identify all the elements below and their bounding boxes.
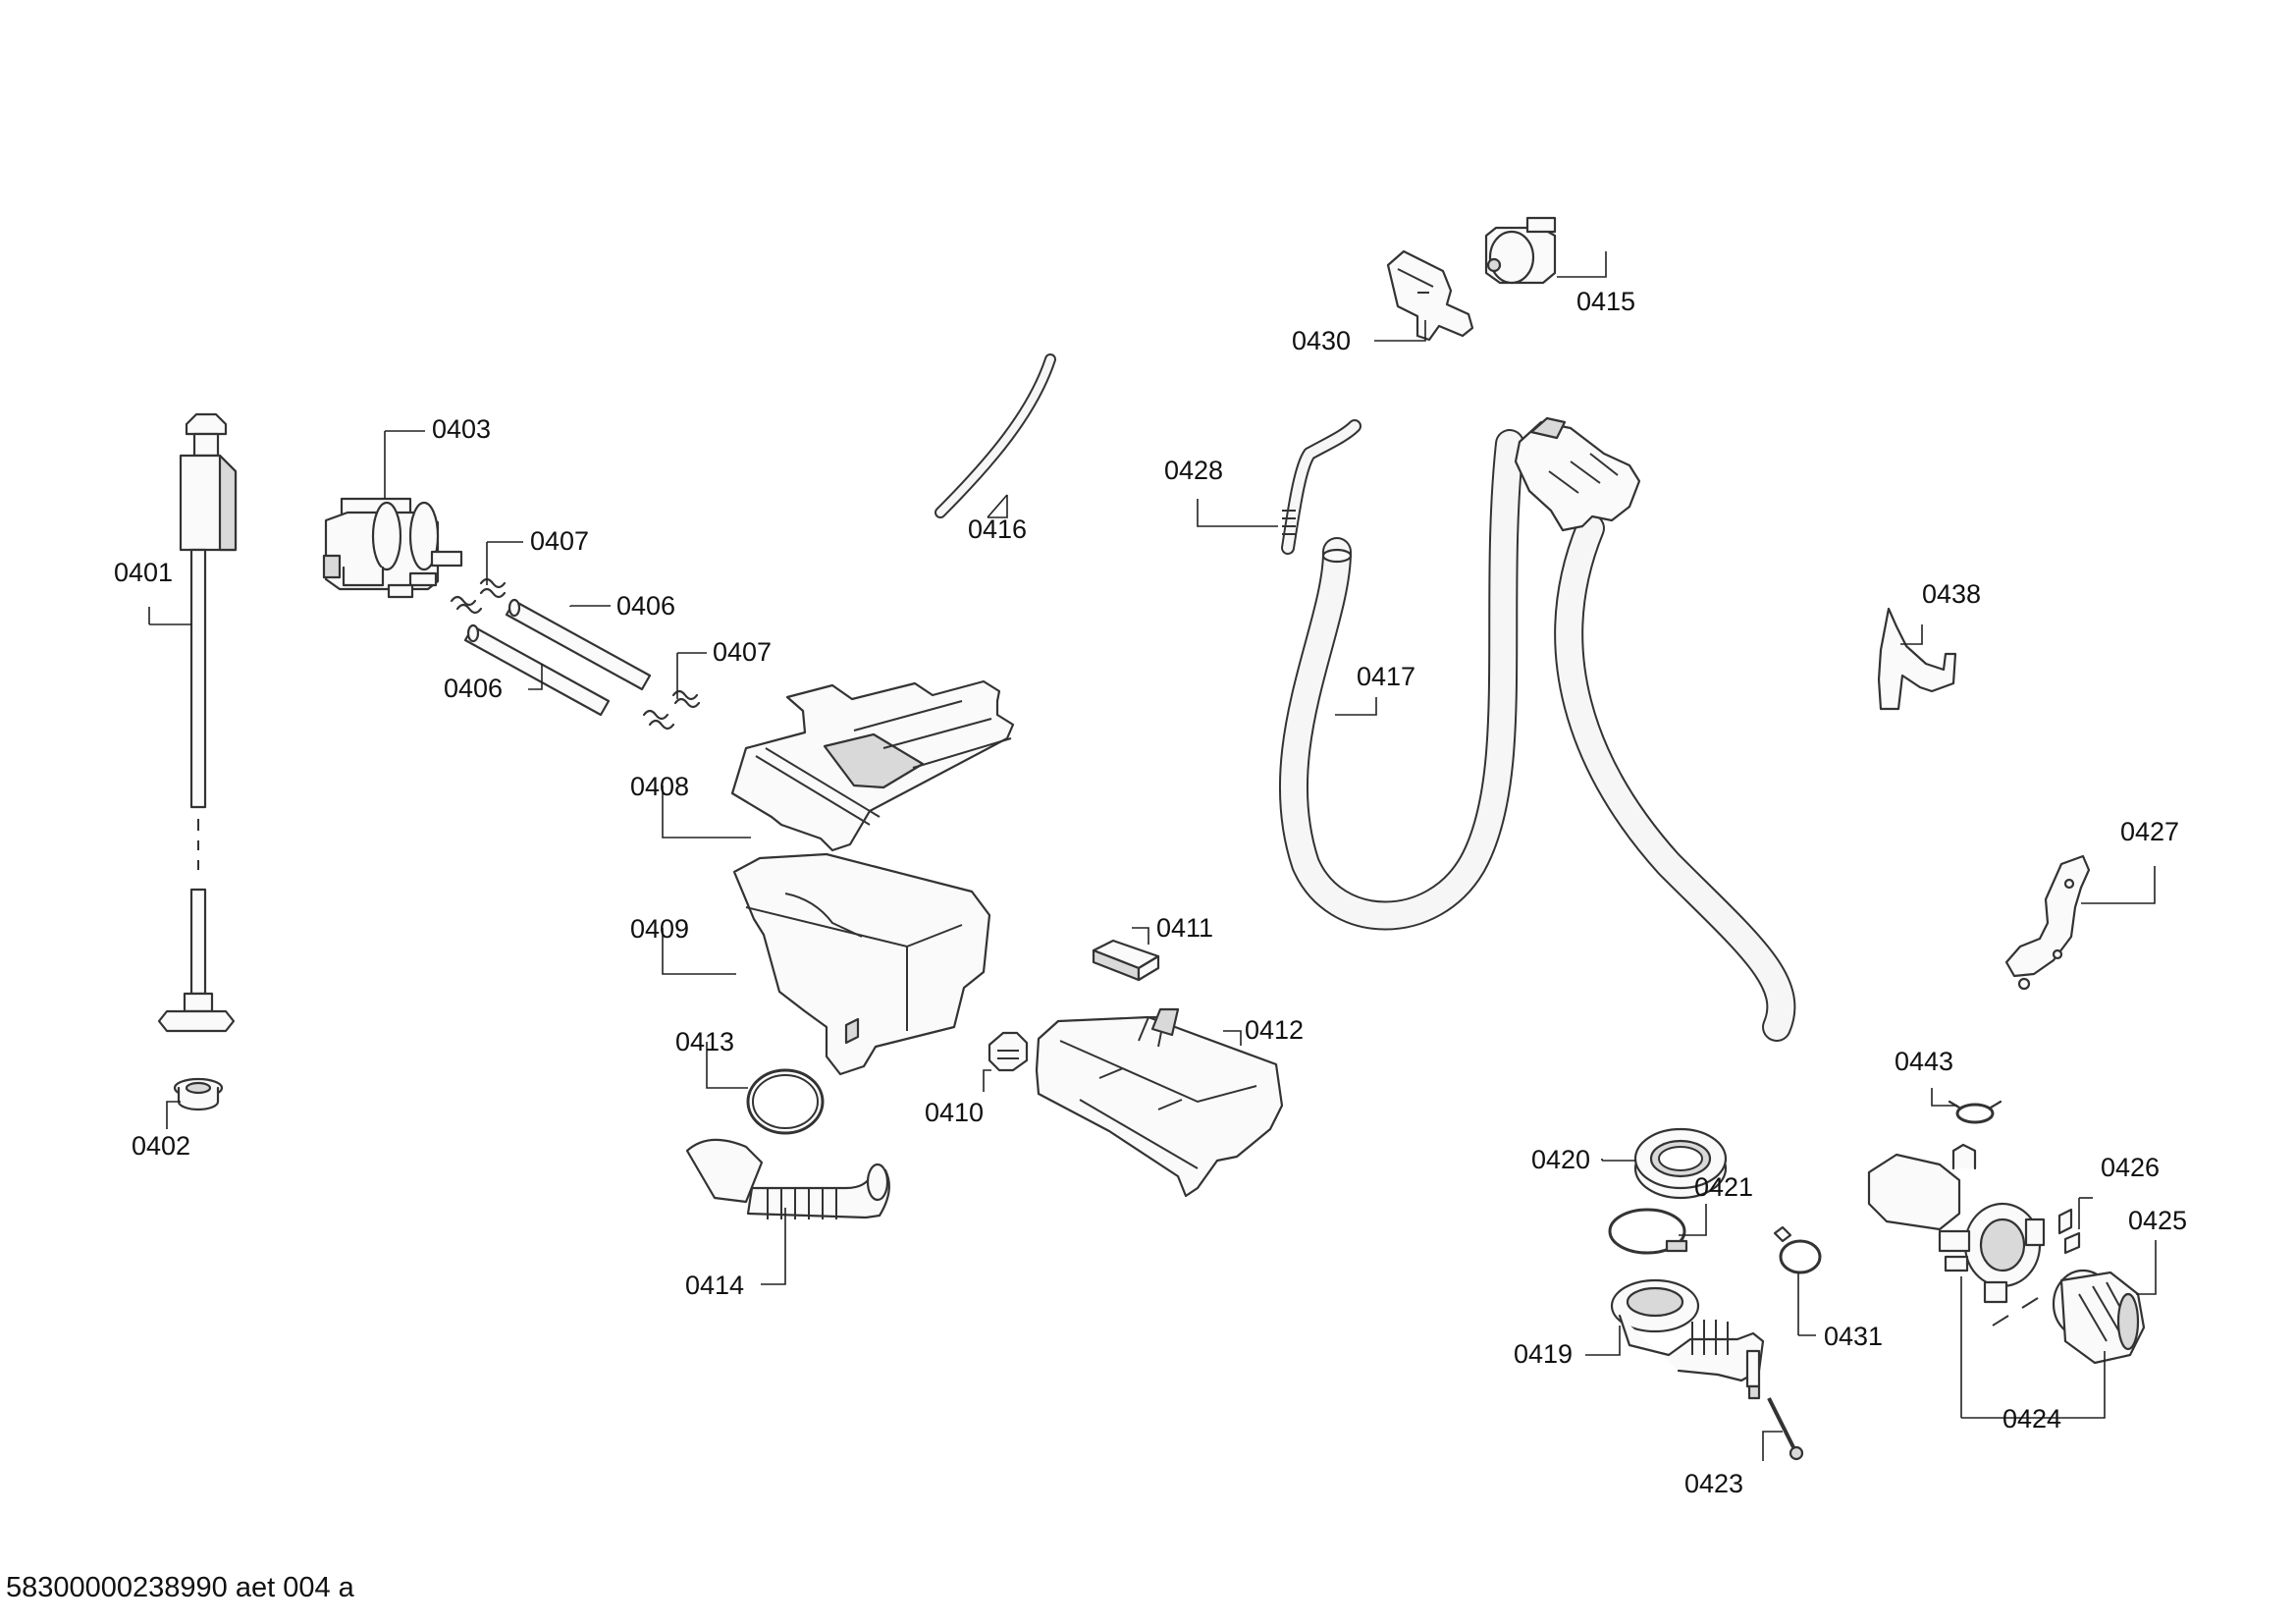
part-0421-hose-clamp [1608,1208,1688,1255]
label-0415: 0415 [1576,287,1635,316]
part-0431-clamp [1773,1225,1822,1274]
label-0414: 0414 [685,1271,744,1300]
part-0419-sump-hose [1610,1278,1765,1400]
label-0409: 0409 [630,914,689,944]
label-0410: 0410 [925,1098,984,1127]
leader-lines [148,251,2157,1461]
label-0412: 0412 [1245,1015,1304,1045]
label-0431: 0431 [1824,1322,1883,1351]
part-0423-screw [1767,1397,1804,1461]
callout-labels: 0401 0402 0403 0407 0406 0406 0407 0408 … [114,287,2187,1498]
label-0420: 0420 [1531,1145,1590,1174]
part-0416-small-hose [934,353,1056,518]
part-0402-filter [173,1077,224,1111]
part-0401-inlet-hose [157,412,238,1033]
label-0430: 0430 [1292,326,1351,355]
label-0438: 0438 [1922,579,1981,609]
label-0413: 0413 [675,1027,734,1056]
label-0423: 0423 [1684,1469,1743,1498]
part-0410-small-fitting [988,1031,1029,1072]
part-0408-dispenser-insert [730,679,1015,852]
part-0415-pressure-sensor [1484,216,1557,285]
part-0428-bent-hose [1281,419,1362,555]
label-0402: 0402 [132,1131,190,1161]
part-0420-seal [1633,1127,1728,1200]
part-0443-hose-clamp [1948,1100,2002,1124]
part-0407-clips-lower [642,689,701,731]
part-0427-plate [2004,854,2091,991]
label-0408: 0408 [630,772,689,801]
label-0403: 0403 [432,414,491,444]
document-id-footer: 58300000238990 aet 004 a [6,1572,355,1603]
label-0406-upper: 0406 [616,591,675,621]
label-0401: 0401 [114,558,173,587]
part-0438-clip [1877,607,1957,711]
part-0430-bracket [1386,249,1474,342]
label-0417: 0417 [1357,662,1415,691]
part-0412-dispenser-tray [1035,1007,1284,1198]
part-0411-cover [1092,939,1160,982]
part-0414-bellows-hose [685,1138,890,1219]
part-0424-drain-pump [1867,1143,2046,1326]
label-0406-lower: 0406 [444,674,503,703]
part-0407-clips-upper [450,577,507,615]
label-0424: 0424 [2002,1404,2061,1434]
label-0425: 0425 [2128,1206,2187,1235]
part-0413-seal-ring [746,1068,825,1135]
label-0428: 0428 [1164,456,1223,485]
part-0417-drain-hose [1278,416,1796,1042]
label-0419: 0419 [1514,1339,1573,1369]
part-0406-tubes [463,598,652,717]
label-0411: 0411 [1156,913,1213,943]
label-0416: 0416 [968,514,1027,544]
label-0421: 0421 [1694,1172,1753,1202]
part-0409-dispenser-housing [732,852,991,1076]
label-0427: 0427 [2120,817,2179,846]
label-0407-upper: 0407 [530,526,589,556]
part-0403-inlet-valve [322,497,463,599]
label-0426: 0426 [2101,1153,2160,1182]
part-0425-pump-filter [2052,1269,2146,1365]
label-0407-lower: 0407 [713,637,772,667]
part-0426-clip [2057,1208,2081,1255]
label-0443: 0443 [1895,1047,1953,1076]
